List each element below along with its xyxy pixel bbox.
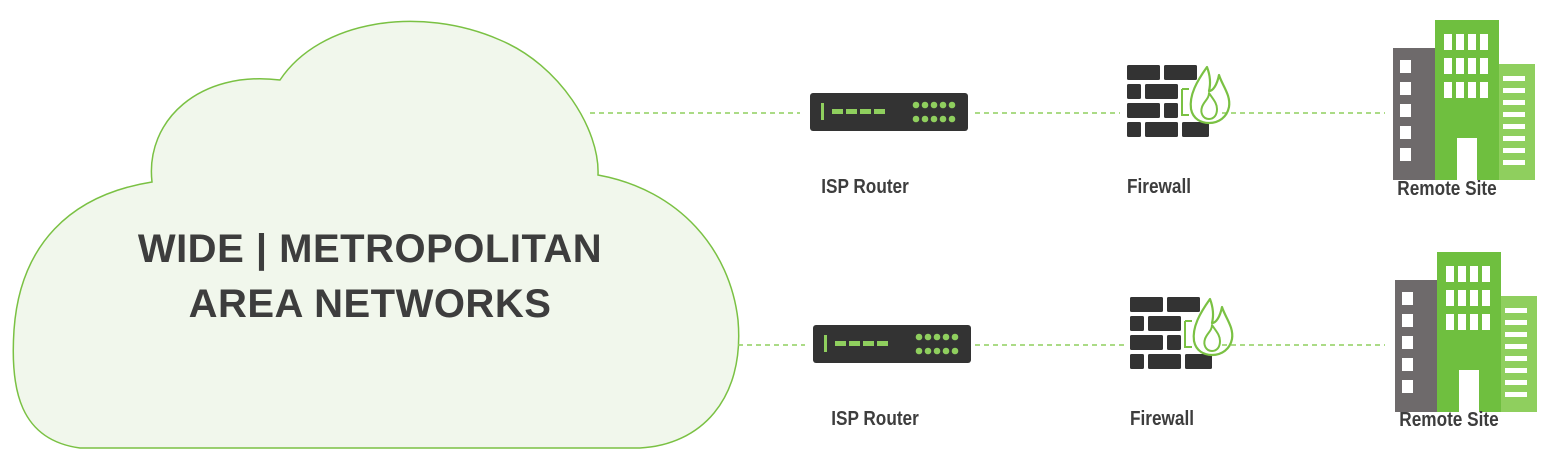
firewall-label-1: Firewall <box>1126 176 1192 198</box>
cloud-title-line-2: AREA NETWORKS <box>188 282 552 326</box>
router-icon <box>810 93 968 131</box>
cloud-title: WIDE | METROPOLITAN AREA NETWORKS <box>60 222 680 332</box>
cloud-icon <box>12 20 740 449</box>
cloud-title-line-1: WIDE | METROPOLITAN <box>137 227 603 271</box>
router-label-1: ISP Router <box>821 176 909 198</box>
remote-site-label-1: Remote Site <box>1397 178 1497 200</box>
remote-site-label-2: Remote Site <box>1399 409 1499 431</box>
building-icon <box>1393 20 1535 180</box>
firewall-label-2: Firewall <box>1129 408 1195 430</box>
router-label-2: ISP Router <box>831 408 919 430</box>
firewall-icon <box>1130 297 1234 369</box>
building-icon <box>1395 252 1537 412</box>
firewall-icon <box>1127 65 1231 137</box>
router-icon <box>813 325 971 363</box>
